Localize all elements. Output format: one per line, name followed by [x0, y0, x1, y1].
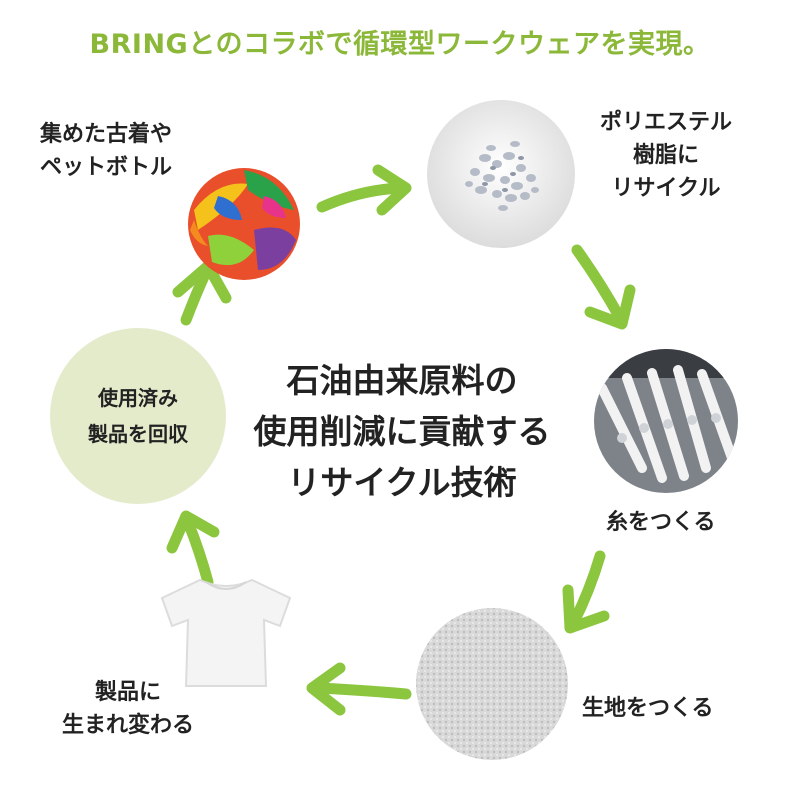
polyester-resin-image [427, 100, 575, 248]
yarn-image [594, 349, 738, 493]
step-recover-line1: 使用済み [98, 386, 178, 410]
arrow-product-to-recover [166, 510, 220, 588]
arrow-yarn-to-fabric [562, 550, 610, 634]
step-resin-label: ポリエステル 樹脂に リサイクル [599, 110, 732, 201]
step-fabric-label: 生地をつくる [582, 696, 714, 721]
arrow-resin-to-yarn [571, 244, 636, 330]
used-clothes-image [188, 168, 300, 280]
step-yarn-label: 糸をつくる [606, 510, 716, 535]
white-tshirt-image [160, 578, 292, 687]
center-line1: 石油由来原料の [286, 361, 518, 400]
step-recover-line2: 製品を回収 [88, 422, 188, 446]
center-line3: リサイクル技術 [287, 463, 517, 503]
arrow-collect-to-resin [316, 164, 412, 216]
center-line2: 使用削減に貢献する [253, 412, 551, 452]
step-product-label: 製品に 生まれ変わる [61, 680, 194, 738]
arrow-fabric-to-product [306, 662, 412, 716]
step-recover-circle: 使用済み 製品を回収 [50, 328, 226, 504]
step-collect-label: 集めた古着や ペットボトル [40, 122, 173, 180]
center-statement: 石油由来原料の 使用削減に貢献する リサイクル技術 [232, 355, 572, 508]
page-title: BRINGとのコラボで循環型ワークウェアを実現。 [89, 29, 711, 60]
fabric-image [416, 608, 568, 760]
